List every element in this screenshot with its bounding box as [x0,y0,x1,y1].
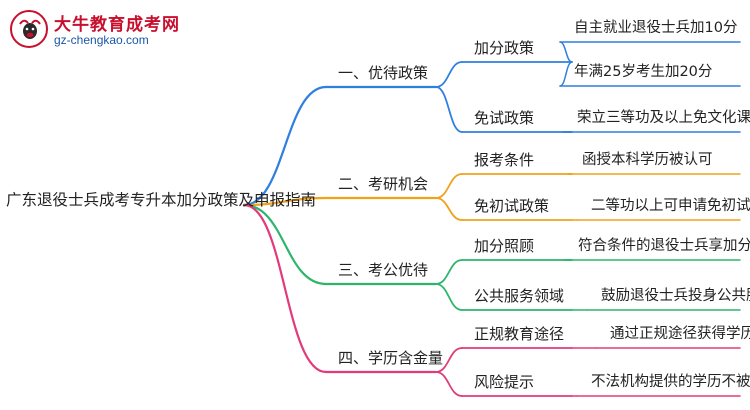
child-label: 公共服务领域 [474,287,565,305]
leaf-label: 通过正规途径获得学历 [610,326,750,342]
child-connector [435,371,463,397]
child-connector [435,86,463,133]
logo-url: gz-chengkao.com [54,33,149,47]
site-logo[interactable]: 大牛教育成考网 gz-chengkao.com [10,8,180,54]
child-connector [435,173,463,199]
leaf-label: 符合条件的退役士兵享加分 [578,238,750,254]
root-topic: 广东退役士兵成考专升本加分政策及申报指南 [6,191,317,209]
leaf-label: 二等功以上可申请免初试 [591,198,750,214]
child-label: 免初试政策 [474,197,550,215]
child-label: 正规教育途径 [474,325,565,343]
leaf-label: 鼓励退役士兵投身公共服务 [601,288,750,304]
branch-connector [242,203,328,374]
child-connector [435,197,463,221]
leaf-connector [559,61,573,87]
child-label: 报考条件 [474,151,535,169]
leaf-label: 年满25岁考生加20分 [574,64,713,80]
branch-label: 三、考公优待 [338,261,429,279]
child-label: 加分照顾 [474,237,535,255]
child-label: 免试政策 [474,109,535,127]
branch-connector [242,196,328,207]
bull-mascot-icon [10,10,48,48]
child-label: 风险提示 [474,373,535,391]
leaf-label: 自主就业退役士兵加10分 [574,20,738,36]
child-connector [435,283,463,311]
branch-label: 四、学历含金量 [338,349,444,367]
branch-label: 二、考研机会 [338,175,429,193]
leaf-label: 函授本科学历被认可 [582,152,713,168]
leaf-label: 荣立三等功及以上免文化课考试 [577,110,750,126]
leaf-connector [559,41,573,63]
child-label: 加分政策 [474,39,535,57]
child-connector [435,61,463,88]
child-connector [435,259,463,285]
branch-connector [242,85,328,207]
branch-connector [242,203,328,286]
leaf-label: 不法机构提供的学历不被认可 [591,374,750,390]
child-connector [435,347,463,373]
branch-label: 一、优待政策 [338,64,429,82]
logo-title: 大牛教育成考网 [54,15,180,35]
